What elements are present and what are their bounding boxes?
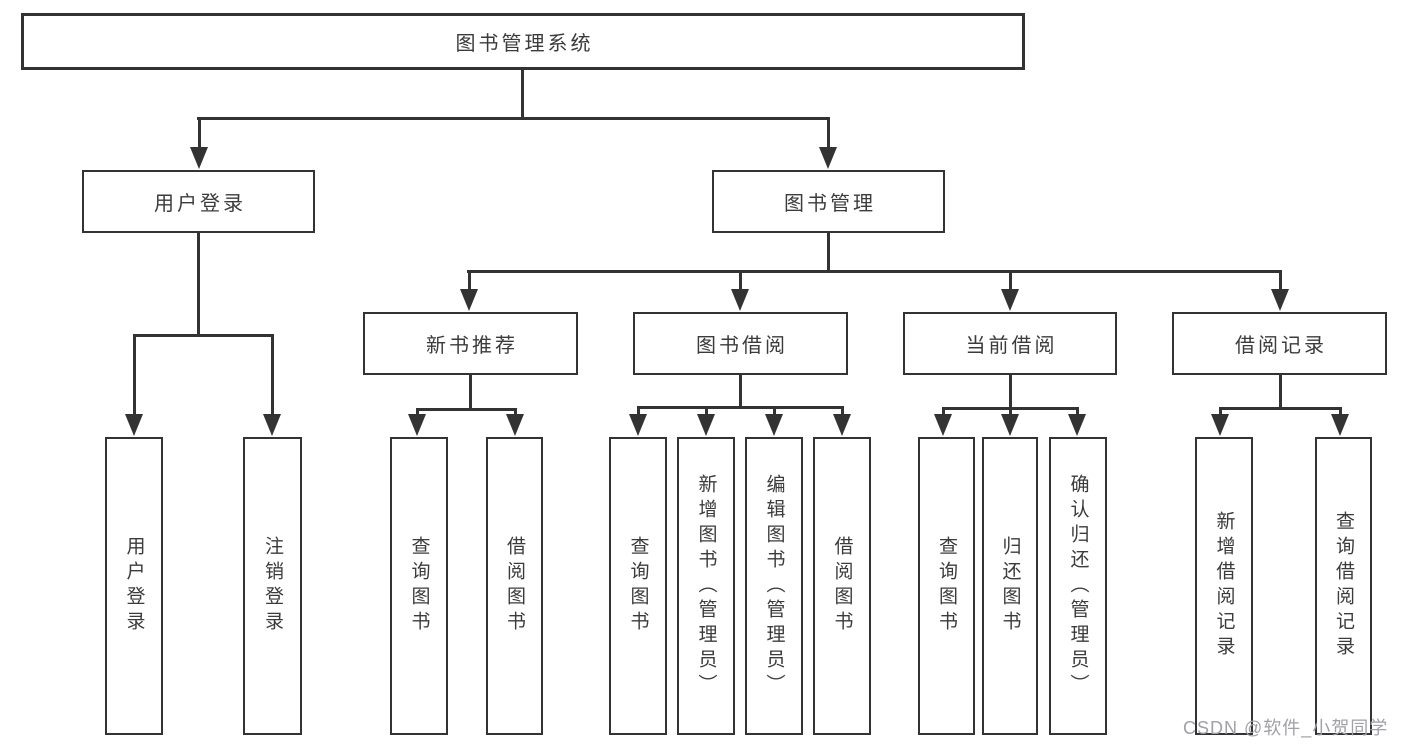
arrowhead-down-icon [506, 414, 524, 436]
connector-arrow-stem [1075, 407, 1079, 418]
arrowhead-down-icon [819, 147, 837, 169]
arrowhead-down-icon [1068, 414, 1086, 436]
node-records-add-record: 新增借阅记录 [1195, 437, 1253, 735]
connector-arrow-stem [738, 270, 742, 293]
connector-arrow-stem [270, 334, 274, 418]
node-current-return-book: 归还图书 [982, 437, 1038, 735]
connector-line [469, 375, 472, 411]
node-records-query-record: 查询借阅记录 [1315, 437, 1372, 735]
node-label: 图书管理 [784, 193, 876, 215]
node-borrow-edit-book-admin: 编辑图书（管理员） [745, 437, 803, 735]
connector-line [1279, 375, 1282, 410]
connector-arrow-stem [467, 270, 471, 293]
node-label: 查询借阅记录 [1333, 511, 1354, 661]
arrowhead-down-icon [697, 414, 715, 436]
node-label: 查询图书 [627, 536, 649, 636]
node-logout-leaf: 注销登录 [243, 437, 302, 735]
watermark: CSDN @软件_小贺同学 [1183, 718, 1389, 738]
connector-arrow-stem [704, 406, 708, 418]
arrowhead-down-icon [731, 289, 749, 311]
node-book-borrow: 图书借阅 [633, 312, 848, 375]
arrowhead-down-icon [125, 414, 143, 436]
node-user-login-leaf: 用户登录 [105, 437, 163, 735]
node-label: 新书推荐 [426, 335, 518, 357]
connector-arrow-stem [636, 406, 640, 418]
connector-arrow-stem [1218, 407, 1222, 418]
connector-arrow-stem [941, 407, 945, 418]
node-label: 确认归还（管理员） [1067, 473, 1089, 699]
node-borrow-records: 借阅记录 [1172, 312, 1387, 375]
arrowhead-down-icon [190, 147, 208, 169]
node-label: 新增图书（管理员） [695, 473, 717, 699]
connector-arrow-stem [1008, 407, 1012, 418]
connector-arrow-stem [1008, 270, 1012, 293]
connector-line [739, 375, 742, 409]
connector-arrow-stem [197, 117, 201, 151]
arrowhead-down-icon [1001, 289, 1019, 311]
node-label: 图书借阅 [696, 335, 788, 357]
connector-arrow-stem [772, 406, 776, 418]
node-label: 借阅记录 [1235, 335, 1327, 357]
connector-line [827, 233, 830, 273]
connector-line [416, 408, 517, 411]
connector-line [467, 270, 1282, 273]
node-label: 借阅图书 [831, 536, 853, 636]
node-label: 新增借阅记录 [1213, 511, 1235, 661]
connector-line [197, 233, 200, 336]
arrowhead-down-icon [263, 414, 281, 436]
node-borrow-borrow-book: 借阅图书 [813, 437, 871, 735]
connector-line [1219, 407, 1342, 410]
connector-line [133, 334, 274, 337]
connector-line [1009, 375, 1012, 410]
node-book-management: 图书管理 [712, 170, 945, 233]
node-borrow-add-book-admin: 新增图书（管理员） [677, 437, 735, 735]
arrowhead-down-icon [460, 289, 478, 311]
node-label: 借阅图书 [504, 536, 525, 636]
arrowhead-down-icon [1001, 414, 1019, 436]
arrowhead-down-icon [765, 414, 783, 436]
connector-arrow-stem [826, 117, 830, 151]
node-new-book-recommend: 新书推荐 [363, 312, 578, 375]
connector-arrow-stem [132, 334, 136, 418]
node-recommend-borrow-book: 借阅图书 [486, 437, 543, 735]
connector-arrow-stem [1338, 407, 1342, 418]
connector-arrow-stem [513, 408, 517, 418]
connector-arrow-stem [1278, 270, 1282, 293]
connector-arrow-stem [415, 408, 419, 418]
arrowhead-down-icon [629, 414, 647, 436]
node-label: 归还图书 [999, 536, 1021, 636]
node-borrow-query-book: 查询图书 [609, 437, 667, 735]
node-label: 用户登录 [123, 536, 145, 636]
connector-line [637, 406, 844, 409]
node-system-root: 图书管理系统 [21, 13, 1025, 70]
node-label: 查询图书 [936, 536, 957, 636]
arrowhead-down-icon [408, 414, 426, 436]
connector-line [197, 117, 830, 120]
node-recommend-query-book: 查询图书 [390, 437, 448, 735]
node-current-confirm-return-admin: 确认归还（管理员） [1049, 437, 1107, 735]
connector-line [521, 68, 524, 119]
arrowhead-down-icon [1331, 414, 1349, 436]
node-label: 编辑图书（管理员） [763, 473, 785, 699]
node-label: 当前借阅 [965, 335, 1058, 357]
connector-arrow-stem [840, 406, 844, 418]
arrowhead-down-icon [833, 414, 851, 436]
node-label: 用户登录 [154, 193, 246, 215]
arrowhead-down-icon [934, 414, 952, 436]
arrowhead-down-icon [1211, 414, 1229, 436]
node-user-login: 用户登录 [82, 170, 315, 233]
node-current-query-book: 查询图书 [918, 437, 975, 735]
node-label: 查询图书 [408, 536, 430, 636]
node-current-borrow: 当前借阅 [903, 312, 1117, 375]
arrowhead-down-icon [1271, 289, 1289, 311]
node-label: 图书管理系统 [455, 33, 594, 55]
node-label: 注销登录 [262, 536, 283, 636]
